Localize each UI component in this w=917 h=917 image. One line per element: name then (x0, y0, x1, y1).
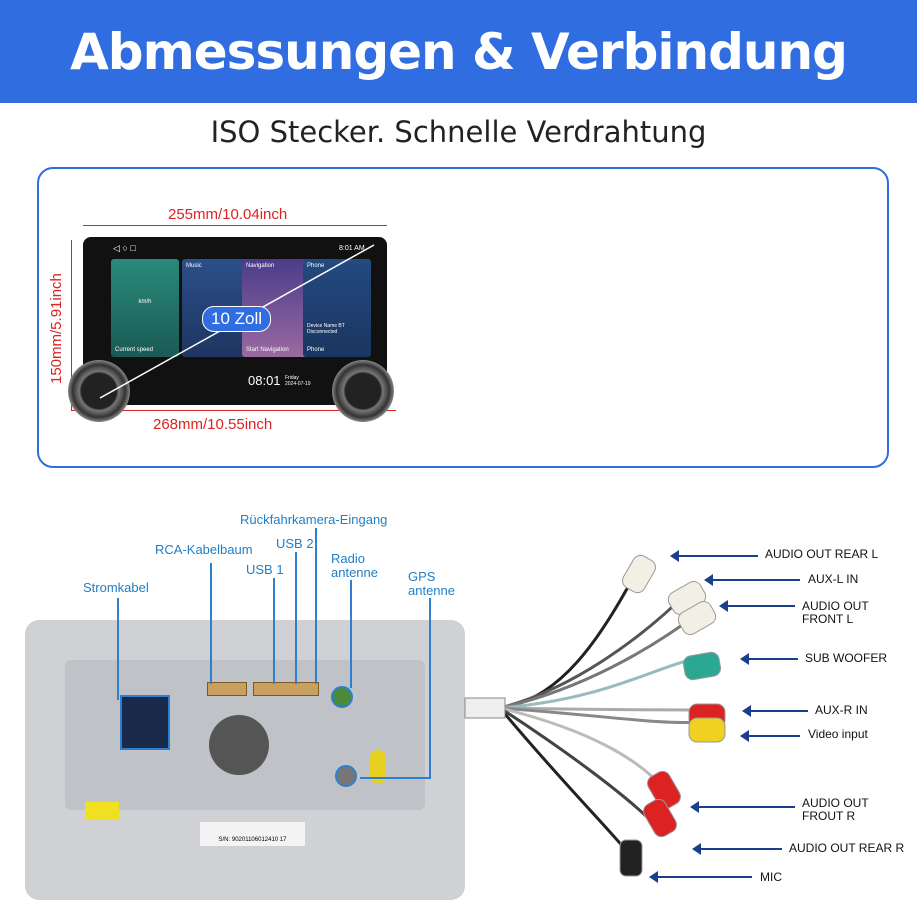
label-mic: MIC (760, 870, 782, 884)
right-knob (332, 360, 394, 422)
arrow-audio-out-rear-l (670, 550, 758, 562)
arrow-aux-l-in (704, 574, 800, 586)
bottom-width-label: 268mm/10.55inch (153, 416, 273, 433)
arrow-sub-woofer (740, 653, 798, 665)
left-knob (68, 360, 130, 422)
power-label: Stromkabel (83, 580, 149, 595)
screen-size-badge: 10 Zoll (202, 306, 272, 332)
label-audio-out-rear-l: AUDIO OUT REAR L (765, 547, 879, 561)
header-banner: Abmessungen & Verbindung (0, 0, 917, 103)
arrow-mic (649, 871, 752, 883)
serial-label: S/N: 90201106012410 17 (200, 822, 305, 846)
unit-back-panel: S/N: 90201106012410 17 (25, 620, 465, 900)
radio-antenna-port (331, 686, 353, 708)
arrow-audio-out-front-l (719, 600, 795, 612)
width-line (83, 225, 387, 226)
nav-icons: ◁ ○ □ (113, 243, 136, 253)
label-audio-out-front-l: AUDIO OUT FRONT L (802, 599, 869, 626)
label-audio-out-front-r: AUDIO OUT FROUT R (802, 796, 869, 823)
rca-port (207, 682, 247, 696)
clock: 08:01 (248, 373, 281, 388)
label-audio-out-rear-r: AUDIO OUT REAR R (789, 841, 905, 855)
arrow-audio-out-front-r (690, 801, 795, 813)
top-width-label: 255mm/10.04inch (168, 206, 288, 223)
usb2-label: USB 2 (276, 536, 314, 551)
dimensions-panel (37, 167, 889, 468)
warning-sticker (370, 750, 386, 784)
gps-port (335, 765, 357, 787)
subtitle: ISO Stecker. Schnelle Verdrahtung (210, 115, 707, 149)
bottom-width-line (71, 410, 396, 411)
label-sub-woofer: SUB WOOFER (805, 651, 888, 665)
arrow-audio-out-rear-r (692, 843, 782, 855)
fan (209, 715, 269, 775)
label-aux-l-in: AUX-L IN (808, 572, 859, 586)
yellow-label (85, 802, 119, 820)
arrow-video-input (740, 730, 800, 742)
rca-label: RCA-Kabelbaum (155, 542, 253, 557)
usb-camera-ports (253, 682, 319, 696)
power-connector (120, 695, 170, 750)
radio-label: Radio antenne (331, 551, 378, 580)
page-title: Abmessungen & Verbindung (70, 22, 848, 81)
arrow-aux-r-in (742, 705, 808, 717)
camera-label: Rückfahrkamera-Eingang (240, 512, 388, 527)
label-video-input: Video input (808, 727, 868, 741)
gps-label: GPS antenne (408, 569, 455, 598)
status-time: 8:01 AM (339, 245, 365, 252)
height-line (71, 240, 72, 410)
usb1-label: USB 1 (246, 562, 284, 577)
label-aux-r-in: AUX-R IN (815, 703, 868, 717)
